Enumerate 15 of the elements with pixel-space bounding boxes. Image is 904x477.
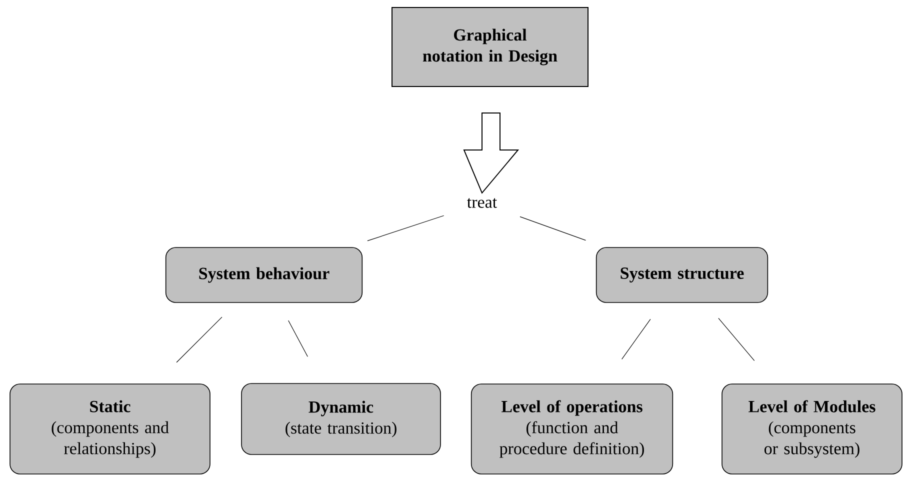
rounded-box: Dynamic (state transition) xyxy=(241,383,441,455)
rounded-box: Level of operations (function and procedure definition) xyxy=(470,384,674,474)
block-arrow xyxy=(463,112,520,194)
connector-line xyxy=(176,316,222,363)
connector-line xyxy=(622,318,651,360)
rounded-box: System structure xyxy=(596,247,768,303)
connector-line xyxy=(288,320,308,357)
rounded-box: Static (components and relationships) xyxy=(10,384,210,474)
connector-line xyxy=(367,215,444,242)
connector-line xyxy=(718,318,755,361)
connector-line xyxy=(520,216,586,241)
rounded-box: Level of Modules (components or subsystem) xyxy=(722,384,902,474)
label-text: treat xyxy=(467,198,498,208)
title-box: Graphical notation in Design xyxy=(392,7,588,87)
rounded-box: System behaviour xyxy=(165,247,363,303)
